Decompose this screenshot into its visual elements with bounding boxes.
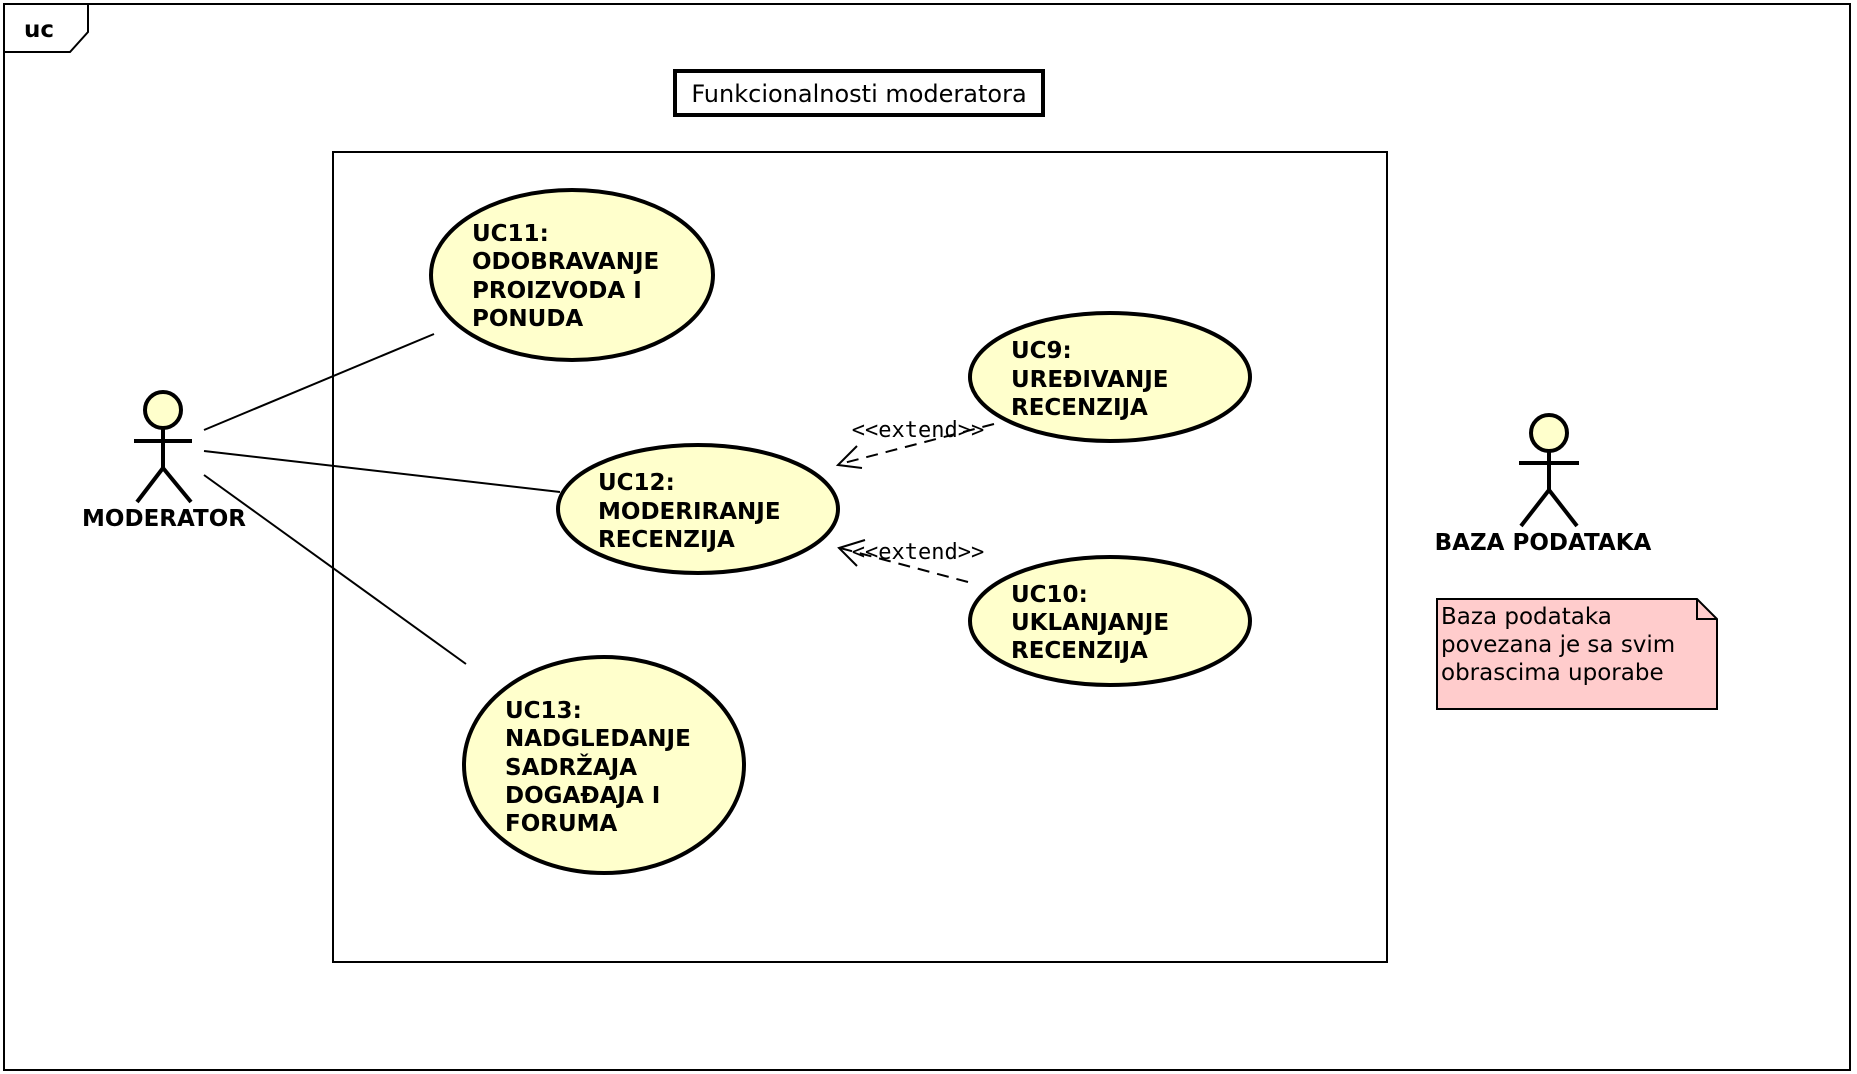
- uc11-label: UC11: ODOBRAVANJE PROIZVODA I PONUDA: [472, 221, 667, 332]
- actor-head-icon: [1529, 413, 1569, 453]
- uc9-line: UC9:: [1011, 338, 1072, 364]
- extend-label-uc9: <<extend>>: [852, 418, 984, 443]
- uc11-line: ODOBRAVANJE: [472, 249, 659, 275]
- uc12-line: UC12:: [598, 470, 675, 496]
- uc13-line: FORUMA: [505, 811, 618, 837]
- note-line: povezana je sa svim: [1441, 632, 1675, 658]
- uc13-line: SADRŽAJA: [505, 753, 637, 781]
- association-moderator-uc12: [203, 450, 561, 493]
- note: [1436, 598, 1718, 710]
- uc12-line: RECENZIJA: [598, 527, 735, 553]
- note-line: Baza podataka: [1441, 604, 1612, 630]
- uc13-line: NADGLEDANJE: [505, 726, 691, 752]
- uc11-line: UC11:: [472, 221, 549, 247]
- use-case-uc11[interactable]: UC11: ODOBRAVANJE PROIZVODA I PONUDA: [429, 188, 715, 362]
- use-case-uc12[interactable]: UC12: MODERIRANJE RECENZIJA: [556, 443, 840, 575]
- frame-tag-box: [3, 3, 89, 53]
- uc13-label: UC13: NADGLEDANJE SADRŽAJA DOGAĐAJA I FO…: [505, 698, 699, 837]
- uc10-line: UKLANJANJE: [1011, 610, 1169, 636]
- uc9-label: UC9: UREĐIVANJE RECENZIJA: [1011, 338, 1177, 421]
- uc10-line: RECENZIJA: [1011, 638, 1148, 664]
- uc9-line: RECENZIJA: [1011, 395, 1148, 421]
- actor-database[interactable]: [1519, 413, 1579, 528]
- uc10-line: UC10:: [1011, 582, 1088, 608]
- uc9-line: UREĐIVANJE: [1011, 367, 1169, 393]
- diagram-title-box: [673, 69, 1045, 117]
- extend-label-uc10: <<extend>>: [852, 540, 984, 565]
- association-moderator-uc11: [203, 333, 435, 431]
- note-text: Baza podataka povezana je sa svim obrasc…: [1441, 604, 1683, 686]
- uc13-line: DOGAĐAJA I: [505, 783, 660, 809]
- diagram-title: Funkcionalnosti moderatora: [691, 80, 1026, 108]
- uc11-line: PROIZVODA I: [472, 278, 642, 304]
- extend-uc10-to-uc12: [837, 539, 969, 583]
- use-case-uc10[interactable]: UC10: UKLANJANJE RECENZIJA: [968, 555, 1252, 687]
- extend-uc9-to-uc12: [835, 423, 995, 469]
- use-case-uc13[interactable]: UC13: NADGLEDANJE SADRŽAJA DOGAĐAJA I FO…: [462, 655, 746, 875]
- note-line: obrascima uporabe: [1441, 660, 1664, 686]
- actor-moderator[interactable]: [134, 390, 193, 504]
- uc12-label: UC12: MODERIRANJE RECENZIJA: [598, 470, 789, 553]
- actor-moderator-label: MODERATOR: [82, 506, 246, 532]
- association-moderator-uc13: [203, 474, 467, 665]
- actor-database-label: BAZA PODATAKA: [1435, 530, 1652, 556]
- use-case-uc9[interactable]: UC9: UREĐIVANJE RECENZIJA: [968, 311, 1252, 443]
- actor-head-icon: [143, 390, 183, 430]
- uc10-label: UC10: UKLANJANJE RECENZIJA: [1011, 582, 1177, 664]
- uc12-line: MODERIRANJE: [598, 499, 781, 525]
- uc13-line: UC13:: [505, 698, 582, 724]
- frame-tag: uc: [24, 17, 54, 43]
- uc11-line: PONUDA: [472, 306, 583, 332]
